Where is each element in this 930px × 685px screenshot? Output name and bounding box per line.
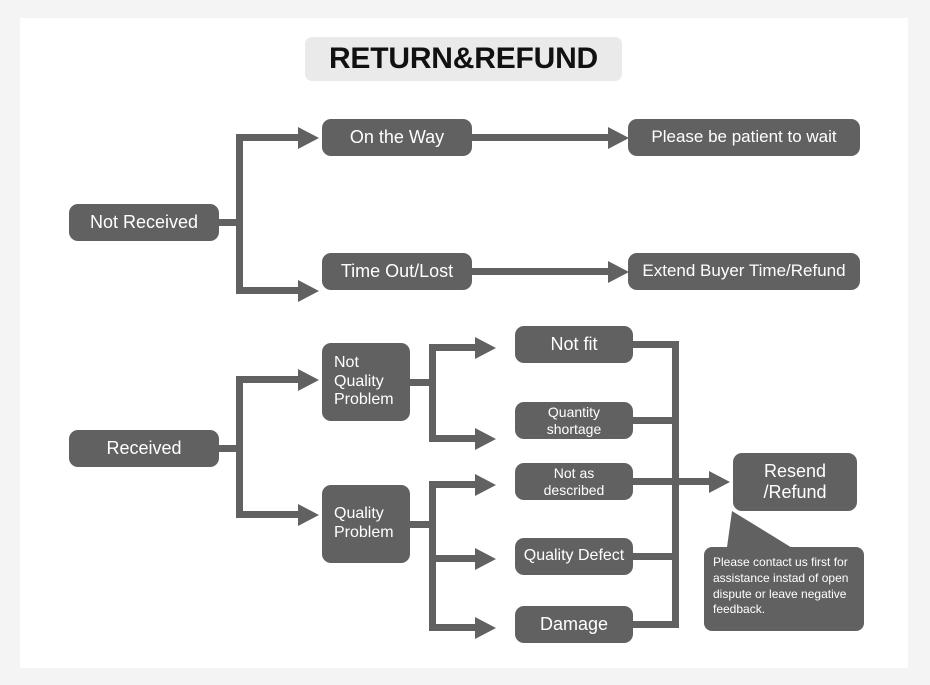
connector-arm-not-as-described — [429, 481, 479, 488]
connector-arm-quantity-shortage — [429, 435, 479, 442]
page-title-text: RETURN&REFUND — [328, 42, 599, 75]
arrowhead-on-the-way — [298, 127, 319, 149]
node-resend-refund[interactable]: Resend /Refund — [733, 453, 857, 511]
arrowhead-quality-defect — [475, 548, 496, 570]
connector-merge-quality-defect — [633, 553, 679, 560]
connector-arm-quality-problem — [236, 511, 300, 518]
connector-merge-not-fit — [633, 341, 679, 348]
connector-collector-to-resend — [672, 478, 714, 485]
connector-arm-time-out-lost — [236, 287, 300, 294]
connector-merge-quantity-shortage — [633, 417, 679, 424]
connector-arm-damage — [429, 624, 479, 631]
connector-nqp-trunk — [429, 344, 436, 442]
connector-arm-quality-defect — [429, 555, 479, 562]
connector-merge-not-as-described — [633, 478, 679, 485]
node-not-received[interactable]: Not Received — [69, 204, 219, 241]
node-not-quality-problem[interactable]: Not Quality Problem — [322, 343, 410, 421]
node-quality-problem[interactable]: Quality Problem — [322, 485, 410, 563]
connector-nqp-stub — [410, 379, 432, 386]
node-please-be-patient-to-wait[interactable]: Please be patient to wait — [628, 119, 860, 156]
arrowhead-extend-buyer-time — [608, 261, 629, 283]
node-extend-buyer-time-refund[interactable]: Extend Buyer Time/Refund — [628, 253, 860, 290]
connector-on-the-way-to-outcome — [472, 134, 615, 141]
connector-arm-not-fit — [429, 344, 479, 351]
node-received[interactable]: Received — [69, 430, 219, 467]
connector-merge-damage — [633, 621, 679, 628]
arrowhead-not-fit — [475, 337, 496, 359]
arrowhead-resend-refund — [709, 471, 730, 493]
arrowhead-damage — [475, 617, 496, 639]
connector-arm-not-quality-problem — [236, 376, 300, 383]
arrowhead-quantity-shortage — [475, 428, 496, 450]
arrowhead-please-be-patient — [608, 127, 629, 149]
connector-not-received-trunk — [236, 134, 243, 294]
connector-time-out-to-outcome — [472, 268, 615, 275]
connector-received-stub — [219, 445, 241, 452]
node-quantity-shortage[interactable]: Quantity shortage — [515, 402, 633, 439]
node-quality-defect[interactable]: Quality Defect — [515, 538, 633, 575]
node-time-out-lost[interactable]: Time Out/Lost — [322, 253, 472, 290]
node-damage[interactable]: Damage — [515, 606, 633, 643]
page-title: RETURN&REFUND — [305, 37, 622, 81]
callout-text: Please contact us first for assistance i… — [713, 555, 849, 617]
connector-arm-on-the-way — [236, 134, 300, 141]
connector-qp-stub — [410, 521, 432, 528]
arrowhead-time-out-lost — [298, 280, 319, 302]
connector-received-trunk — [236, 376, 243, 518]
connector-not-received-stub — [219, 219, 241, 226]
arrowhead-not-quality-problem — [298, 369, 319, 391]
node-not-fit[interactable]: Not fit — [515, 326, 633, 363]
arrowhead-not-as-described — [475, 474, 496, 496]
arrowhead-quality-problem — [298, 504, 319, 526]
callout-note: Please contact us first for assistance i… — [704, 547, 864, 631]
diagram-canvas: RETURN&REFUND Not Received On the Way Ti… — [20, 18, 908, 668]
node-not-as-described[interactable]: Not as described — [515, 463, 633, 500]
node-on-the-way[interactable]: On the Way — [322, 119, 472, 156]
